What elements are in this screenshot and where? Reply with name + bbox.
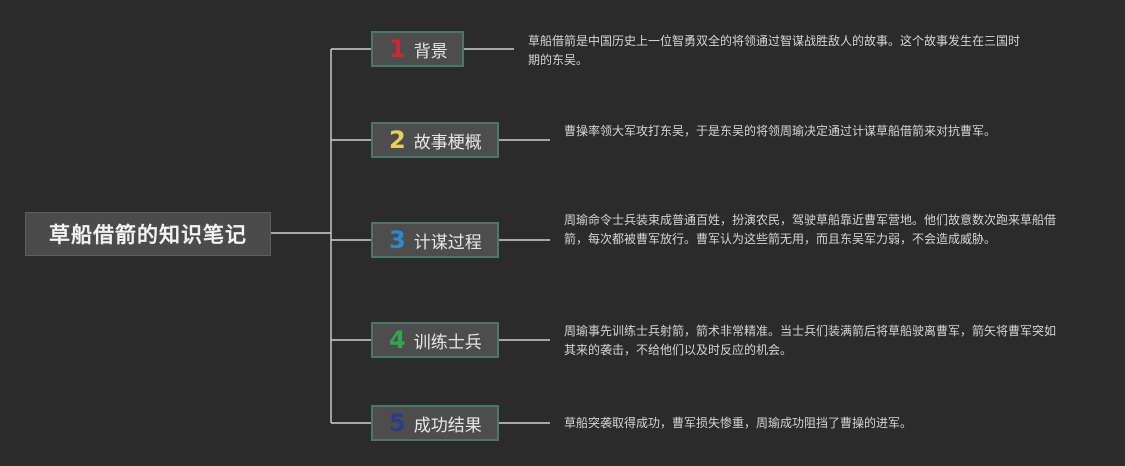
branch-description-3: 周瑜命令士兵装束成普通百姓，扮演农民，驾驶草船靠近曹军营地。他们故意数次跑来草船… xyxy=(564,213,1057,246)
branch-description-5: 草船突袭取得成功，曹军损失惨重，周瑜成功阻挡了曹操的进军。 xyxy=(564,416,913,430)
branch-topic-5[interactable]: 5 成功结果 xyxy=(371,405,499,441)
branch-description-2: 曹操率领大军攻打东吴，于是东吴的将领周瑜决定通过计谋草船借箭来对抗曹军。 xyxy=(564,124,997,138)
branch-number-2: 2 xyxy=(389,126,406,154)
branch-topic-1[interactable]: 1 背景 xyxy=(371,31,464,67)
branch-title-3: 计谋过程 xyxy=(413,232,482,253)
branch-topic-3[interactable]: 3 计谋过程 xyxy=(371,222,499,258)
branch-topic-2[interactable]: 2 故事梗概 xyxy=(371,122,499,158)
branch-title-5: 成功结果 xyxy=(413,415,482,436)
branch-number-3: 3 xyxy=(389,226,406,254)
branch-title-2: 故事梗概 xyxy=(413,132,482,153)
root-topic[interactable]: 草船借箭的知识笔记 xyxy=(25,212,271,256)
root-title: 草船借箭的知识笔记 xyxy=(49,223,247,247)
branch-number-1: 1 xyxy=(389,35,406,63)
branch-description-4: 周瑜事先训练士兵射箭，箭术非常精准。当士兵们装满箭后将草船驶离曹军，箭矢将曹军突… xyxy=(564,324,1057,357)
branch-topic-4[interactable]: 4 训练士兵 xyxy=(371,322,499,358)
branch-number-4: 4 xyxy=(389,326,406,354)
branch-number-5: 5 xyxy=(389,409,406,437)
branch-title-4: 训练士兵 xyxy=(413,332,482,353)
branch-description-1: 草船借箭是中国历史上一位智勇双全的将领通过智谋战胜敌人的故事。这个故事发生在三国… xyxy=(528,34,1021,67)
branch-title-1: 背景 xyxy=(413,41,448,62)
